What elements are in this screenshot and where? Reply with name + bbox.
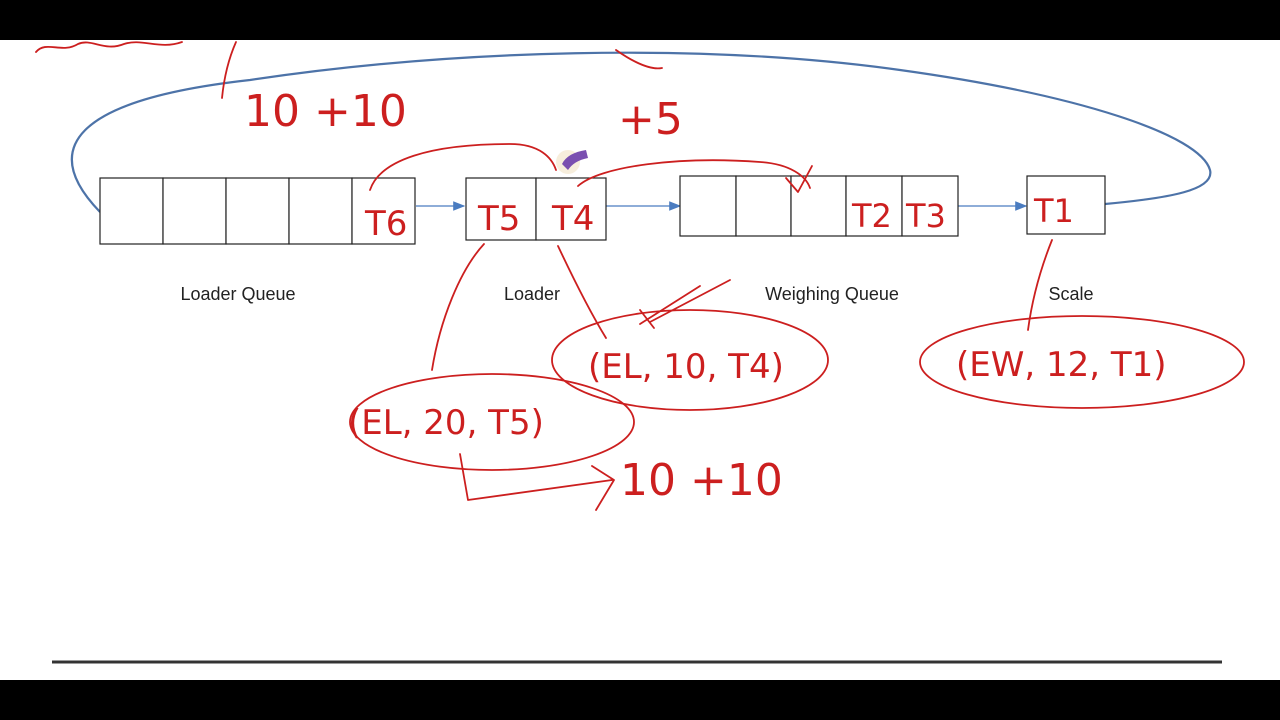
scale-cell-1	[1026, 175, 1106, 235]
ink-line-t5-to-event	[431, 243, 485, 371]
loader-label: Loader	[504, 284, 560, 304]
top-left-sum: 10 +10	[244, 86, 407, 137]
loader-queue: T6	[99, 177, 416, 245]
loader-queue-cell-text-5: T6	[364, 204, 407, 244]
weighing-queue-cell-2	[735, 175, 792, 237]
loader-event-t5: (EL, 20, T5)	[348, 403, 544, 443]
scale-label: Scale	[1048, 284, 1093, 304]
ink-check-weighing	[785, 165, 813, 193]
scale-event: (EW, 12, T1)	[956, 345, 1167, 385]
weighing-queue-cell-5	[901, 175, 959, 237]
ink-scribble-top-left	[35, 41, 183, 53]
ink-stroke-top-right	[615, 49, 663, 70]
loader-queue-cell-5	[351, 177, 416, 245]
loader-cell-text-1: T5	[477, 199, 520, 239]
weighing-queue: T2 T3	[679, 175, 959, 237]
simulation-diagram: T6 T5 T4 T2 T3 T1 Loader Queue Loader We…	[35, 41, 1245, 664]
loader-cell-text-2: T4	[551, 199, 594, 239]
whiteboard-canvas: T6 T5 T4 T2 T3 T1 Loader Queue Loader We…	[0, 40, 1280, 680]
loader-queue-cell-2	[162, 177, 227, 245]
ink-line-t4-to-event	[557, 245, 607, 339]
ink-arc-queue-to-loader	[369, 143, 557, 191]
loader: T5 T4	[465, 177, 607, 241]
ink-arrow-into-t4-event	[639, 279, 731, 329]
weighing-queue-cell-3	[790, 175, 847, 237]
event-ellipse-t4	[551, 309, 829, 411]
weighing-queue-cell-text-5: T3	[905, 197, 946, 235]
feedback-loop-line	[70, 51, 1212, 213]
loader-queue-cell-4	[288, 177, 353, 245]
weighing-queue-cell-1	[679, 175, 737, 237]
weighing-queue-label: Weighing Queue	[765, 284, 899, 304]
event-ellipse-t1	[919, 315, 1245, 409]
loader-cell-1	[465, 177, 537, 241]
loader-queue-cell-1	[99, 177, 164, 245]
ink-line-t1-to-event	[1027, 239, 1053, 331]
ink-arc-loader-to-weighing	[577, 159, 811, 189]
loader-queue-label: Loader Queue	[180, 284, 295, 304]
weighing-queue-cell-4	[845, 175, 903, 237]
ink-annotations: 10 +10 +5 (EL, 10, T4) (EL, 20, T5) 10 +…	[35, 41, 1245, 511]
ink-stroke-top-left	[221, 41, 237, 99]
scale: T1	[1026, 175, 1106, 235]
ink-arrow-bottom	[459, 453, 615, 511]
scale-cell-text-1: T1	[1033, 192, 1074, 230]
weighing-queue-cell-text-4: T2	[851, 197, 892, 235]
bottom-sum: 10 +10	[620, 455, 783, 506]
loader-cell-2	[535, 177, 607, 241]
event-ellipse-t5	[349, 373, 635, 471]
top-right-sum: +5	[618, 94, 683, 145]
pen-cursor-icon	[556, 150, 588, 174]
loader-event-t4: (EL, 10, T4)	[588, 347, 784, 387]
loader-queue-cell-3	[225, 177, 290, 245]
